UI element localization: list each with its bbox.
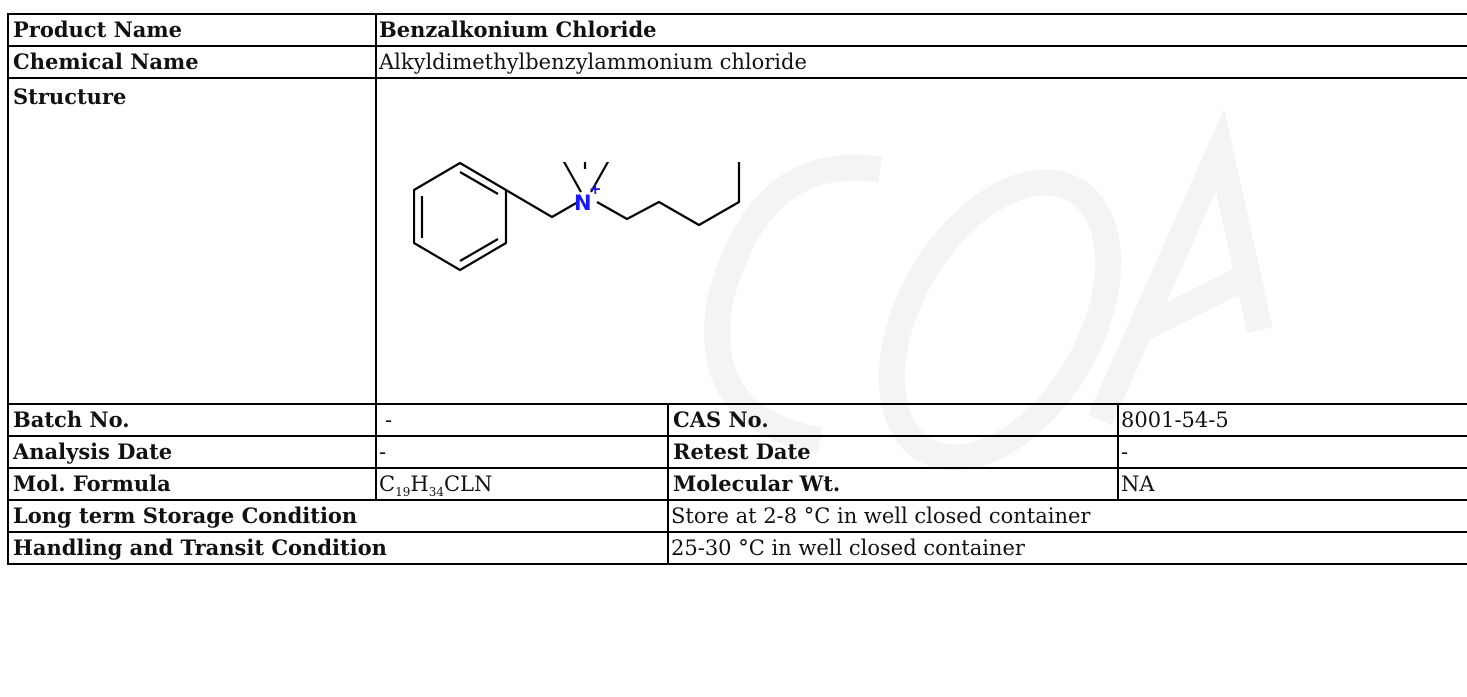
analysis-date-label: Analysis Date: [7, 435, 377, 469]
structure-row: Structure N +: [7, 77, 1467, 405]
retest-date-label: Retest Date: [667, 435, 1119, 469]
transit-row: Handling and Transit Condition 25-30 °C …: [7, 531, 1467, 565]
date-row: Analysis Date - Retest Date -: [7, 435, 1467, 469]
methyl-bond-1: [562, 162, 582, 193]
mol-formula-label: Mol. Formula: [7, 467, 377, 501]
mol-formula-value: C19H34CLN: [375, 467, 669, 501]
alkyl-chain: [583, 162, 741, 227]
molecular-wt-label: Molecular Wt.: [667, 467, 1119, 501]
formula-c: C: [379, 472, 396, 496]
handling-transit-value: 25-30 °C in well closed container: [666, 531, 1467, 565]
structure-label: Structure: [7, 77, 377, 405]
chemical-name-label: Chemical Name: [7, 45, 377, 79]
methyl-bond-2: [590, 162, 610, 193]
formula-row: Mol. Formula C19H34CLN Molecular Wt. NA: [7, 467, 1467, 501]
structure-cell: N +: [374, 77, 1467, 405]
chemical-name-value: Alkyldimethylbenzylammonium chloride: [374, 45, 1467, 79]
formula-c-count: 19: [395, 485, 411, 500]
handling-transit-label: Handling and Transit Condition: [7, 531, 669, 565]
benzene-ring: [413, 162, 508, 272]
chemical-name-row: Chemical Name Alkyldimethylbenzylammoniu…: [7, 45, 1467, 79]
nitrogen-atom-label: N: [574, 191, 592, 215]
analysis-date-value: -: [375, 435, 669, 469]
storage-row: Long term Storage Condition Store at 2-8…: [7, 499, 1467, 533]
product-name-value: Benzalkonium Chloride: [374, 13, 1467, 47]
product-name-row: Product Name Benzalkonium Chloride: [7, 13, 1467, 47]
formula-h: H: [410, 472, 429, 496]
batch-no-label: Batch No.: [7, 403, 377, 437]
long-term-storage-label: Long term Storage Condition: [7, 499, 669, 533]
formula-rest: CLN: [443, 472, 493, 496]
long-term-storage-value: Store at 2-8 °C in well closed container: [666, 499, 1467, 533]
cas-no-value: 8001-54-5: [1116, 403, 1467, 437]
formula-h-count: 34: [428, 485, 444, 500]
certificate-table: Product Name Benzalkonium Chloride Chemi…: [7, 13, 1467, 565]
structure-diagram: N +: [413, 162, 741, 272]
molecular-wt-value: NA: [1116, 467, 1467, 501]
batch-row: Batch No. - CAS No. 8001-54-5: [7, 403, 1467, 437]
batch-no-value: -: [375, 403, 669, 437]
charge-label: +: [589, 180, 602, 198]
product-name-label: Product Name: [7, 13, 377, 47]
cas-no-label: CAS No.: [667, 403, 1119, 437]
benzyl-bond: [505, 189, 579, 219]
retest-date-value: -: [1116, 435, 1467, 469]
